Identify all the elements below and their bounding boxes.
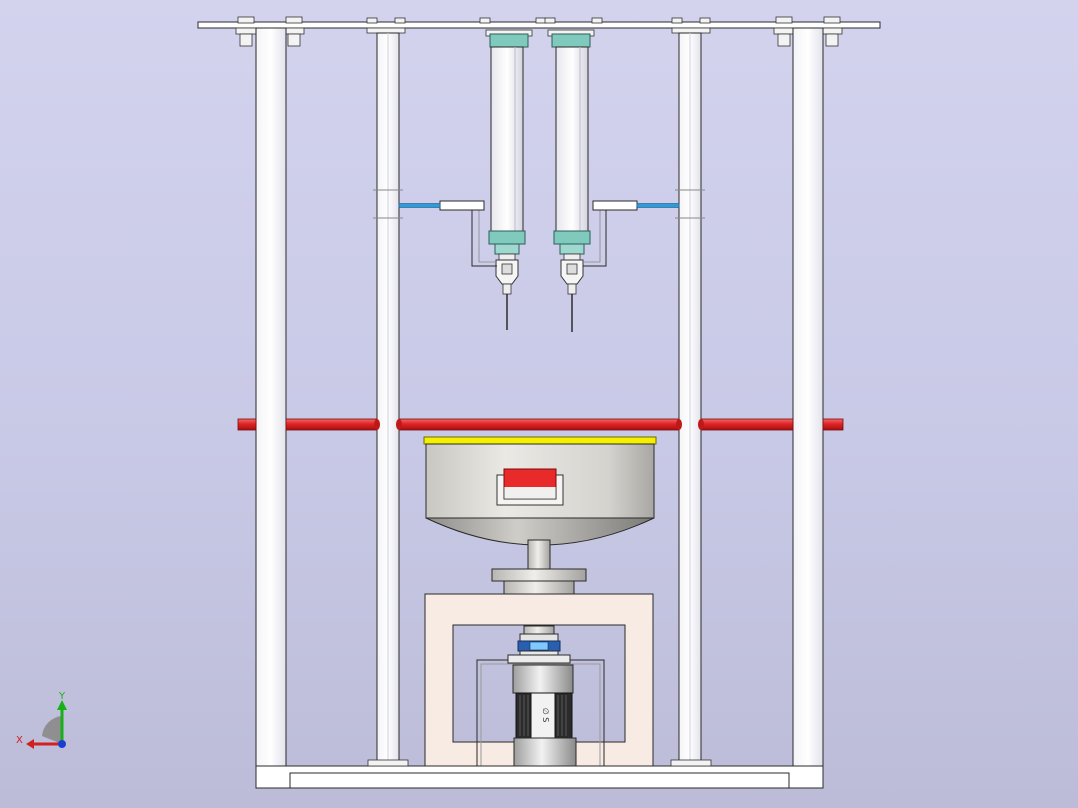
outer-posts — [255, 27, 824, 769]
bolt-group-left — [235, 16, 305, 47]
motor-nameplate: ∅ S — [541, 708, 550, 723]
red-cross-rod — [237, 418, 844, 431]
dispenser-left — [398, 29, 533, 330]
drive-motor: ∅ S — [512, 664, 577, 769]
outer-post-left — [255, 27, 287, 769]
base-frame — [255, 759, 824, 789]
hose-left — [398, 203, 441, 208]
axis-label-x: X — [16, 735, 23, 746]
motor-bracket — [476, 654, 605, 768]
axis-label-y: Y — [58, 691, 66, 702]
coordinate-triad-icon: Y X — [16, 691, 67, 749]
spindle-shaft — [491, 539, 587, 595]
rotating-bowl — [423, 436, 657, 546]
shaft-coupling — [517, 625, 561, 658]
bolt-group-inner — [366, 17, 711, 34]
outer-post-right — [792, 27, 824, 769]
dispenser-right — [547, 29, 680, 332]
top-bolts — [235, 16, 843, 47]
hose-right — [636, 203, 680, 208]
inner-posts — [373, 32, 705, 766]
